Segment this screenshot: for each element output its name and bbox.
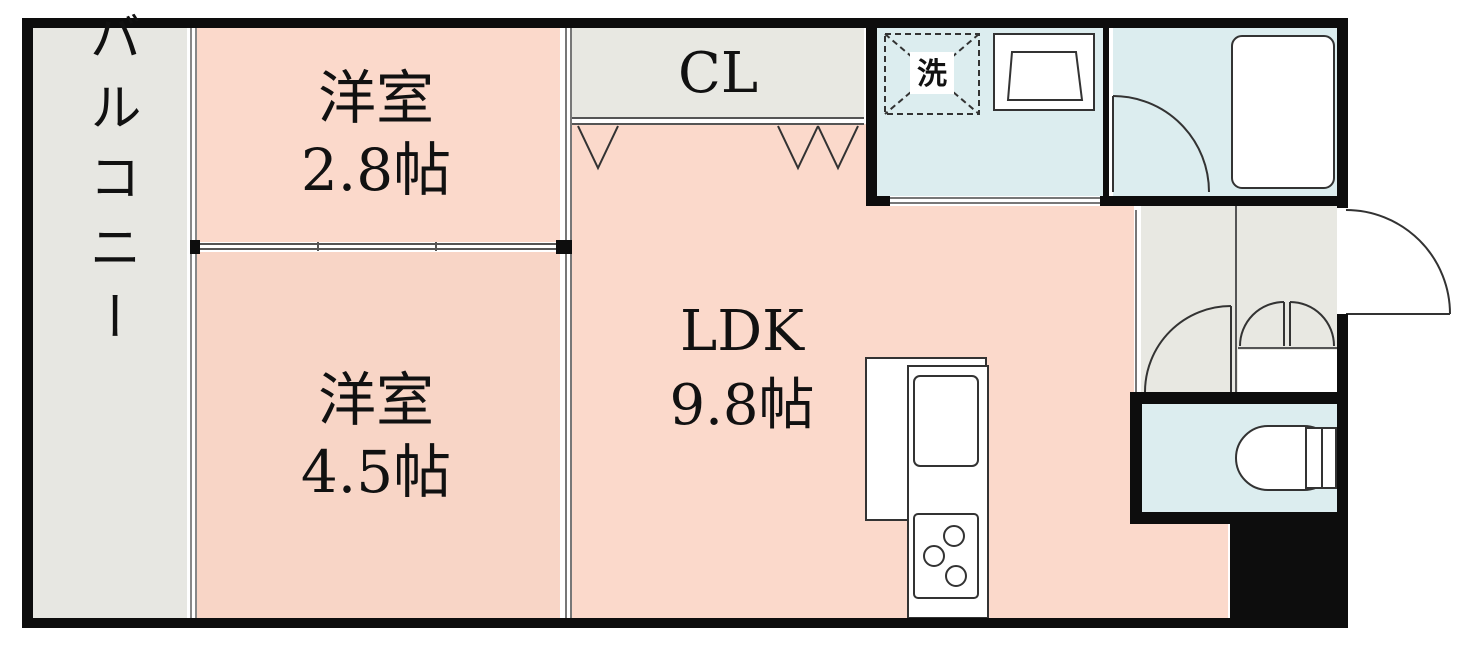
- burner-3: [945, 565, 967, 587]
- balcony-area: [33, 28, 187, 618]
- western-room-1: [197, 28, 560, 242]
- washer-pan: [884, 33, 980, 115]
- western-room-1-size: 2.8帖: [301, 136, 451, 204]
- western-room-1-name: 洋室: [318, 64, 434, 132]
- walls: [22, 18, 1348, 628]
- burner-1: [943, 525, 965, 547]
- western-room-2: [197, 252, 560, 618]
- washer-label: 洗: [917, 57, 947, 92]
- entrance-door-swing: [1345, 209, 1451, 315]
- closet-area: [572, 28, 864, 118]
- ldk-name: LDK: [680, 299, 805, 364]
- burner-2: [923, 545, 945, 567]
- kitchen-sink: [913, 375, 979, 467]
- western-room-2-name: 洋室: [318, 366, 434, 434]
- balcony-label: バルコニー: [80, 10, 140, 360]
- bathtub: [1231, 35, 1335, 189]
- closet-label: CL: [678, 41, 758, 106]
- ldk-size: 9.8帖: [669, 373, 814, 438]
- western-room-2-size: 4.5帖: [301, 438, 451, 506]
